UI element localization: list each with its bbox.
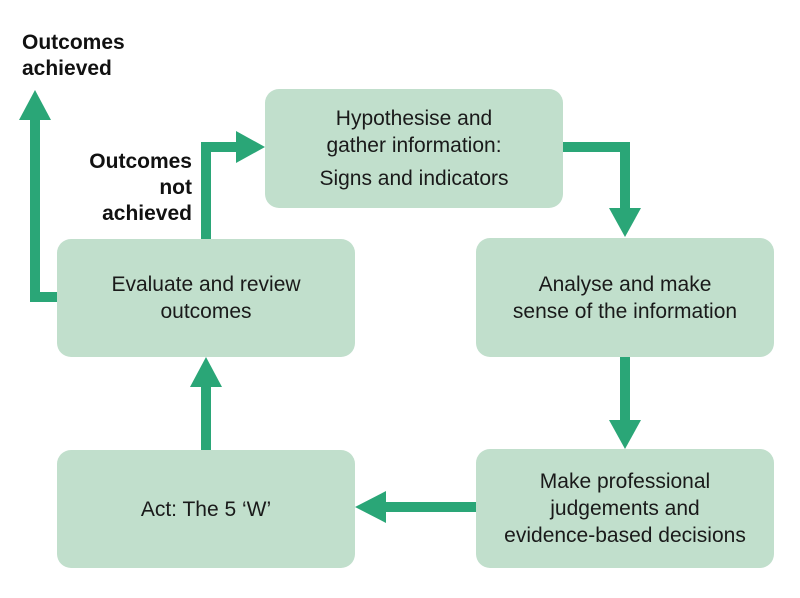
arrowhead-analyse-to-judge <box>609 420 641 449</box>
node-analyse-line1: Analyse and make <box>538 272 712 296</box>
arrow-hypothesise-to-analyse <box>563 142 630 210</box>
node-judge-line2: judgements and <box>550 497 700 520</box>
node-judge-line3: evidence-based decisions <box>504 524 746 547</box>
node-analyse: Analyse and make sense of the informatio… <box>476 238 774 357</box>
arrowhead-act-to-evaluate <box>190 357 222 387</box>
arrow-evaluate-to-achieved <box>30 118 57 302</box>
node-hypothesise-line3: Signs and indicators <box>319 167 509 190</box>
node-act-line1: Act: The 5 ‘W’ <box>140 497 272 521</box>
arrowhead-judge-to-act <box>355 491 386 523</box>
node-hypothesise-line2: gather information: <box>326 134 502 157</box>
node-act: Act: The 5 ‘W’ <box>57 450 355 568</box>
label-outcomes-achieved-line2: achieved <box>22 57 112 80</box>
node-analyse-line2: sense of the information <box>512 299 738 323</box>
node-evaluate-line1: Evaluate and review <box>111 273 301 296</box>
label-outcomes-achieved-line1: Outcomes <box>22 31 125 54</box>
node-hypothesise: Hypothesise and gather information: Sign… <box>265 89 563 208</box>
node-judge: Make professional judgements and evidenc… <box>476 449 774 568</box>
arrowhead-hypothesise-to-analyse <box>609 208 641 237</box>
label-outcomes-not-achieved: Outcomes not achieved <box>60 149 192 227</box>
label-outcomes-achieved: Outcomes achieved <box>22 30 125 82</box>
label-outcomes-not-achieved-line3: achieved <box>102 202 192 225</box>
node-evaluate: Evaluate and review outcomes <box>57 239 355 357</box>
arrowhead-evaluate-to-hypothesise <box>236 131 265 163</box>
arrowhead-evaluate-to-achieved <box>19 90 51 120</box>
label-outcomes-not-achieved-line1: Outcomes <box>89 150 192 173</box>
node-judge-line1: Make professional <box>539 470 711 493</box>
node-evaluate-line2: outcomes <box>160 300 252 323</box>
node-hypothesise-line1: Hypothesise and <box>335 107 493 130</box>
label-outcomes-not-achieved-line2: not <box>159 176 192 199</box>
arrow-evaluate-to-hypothesise <box>201 142 238 239</box>
